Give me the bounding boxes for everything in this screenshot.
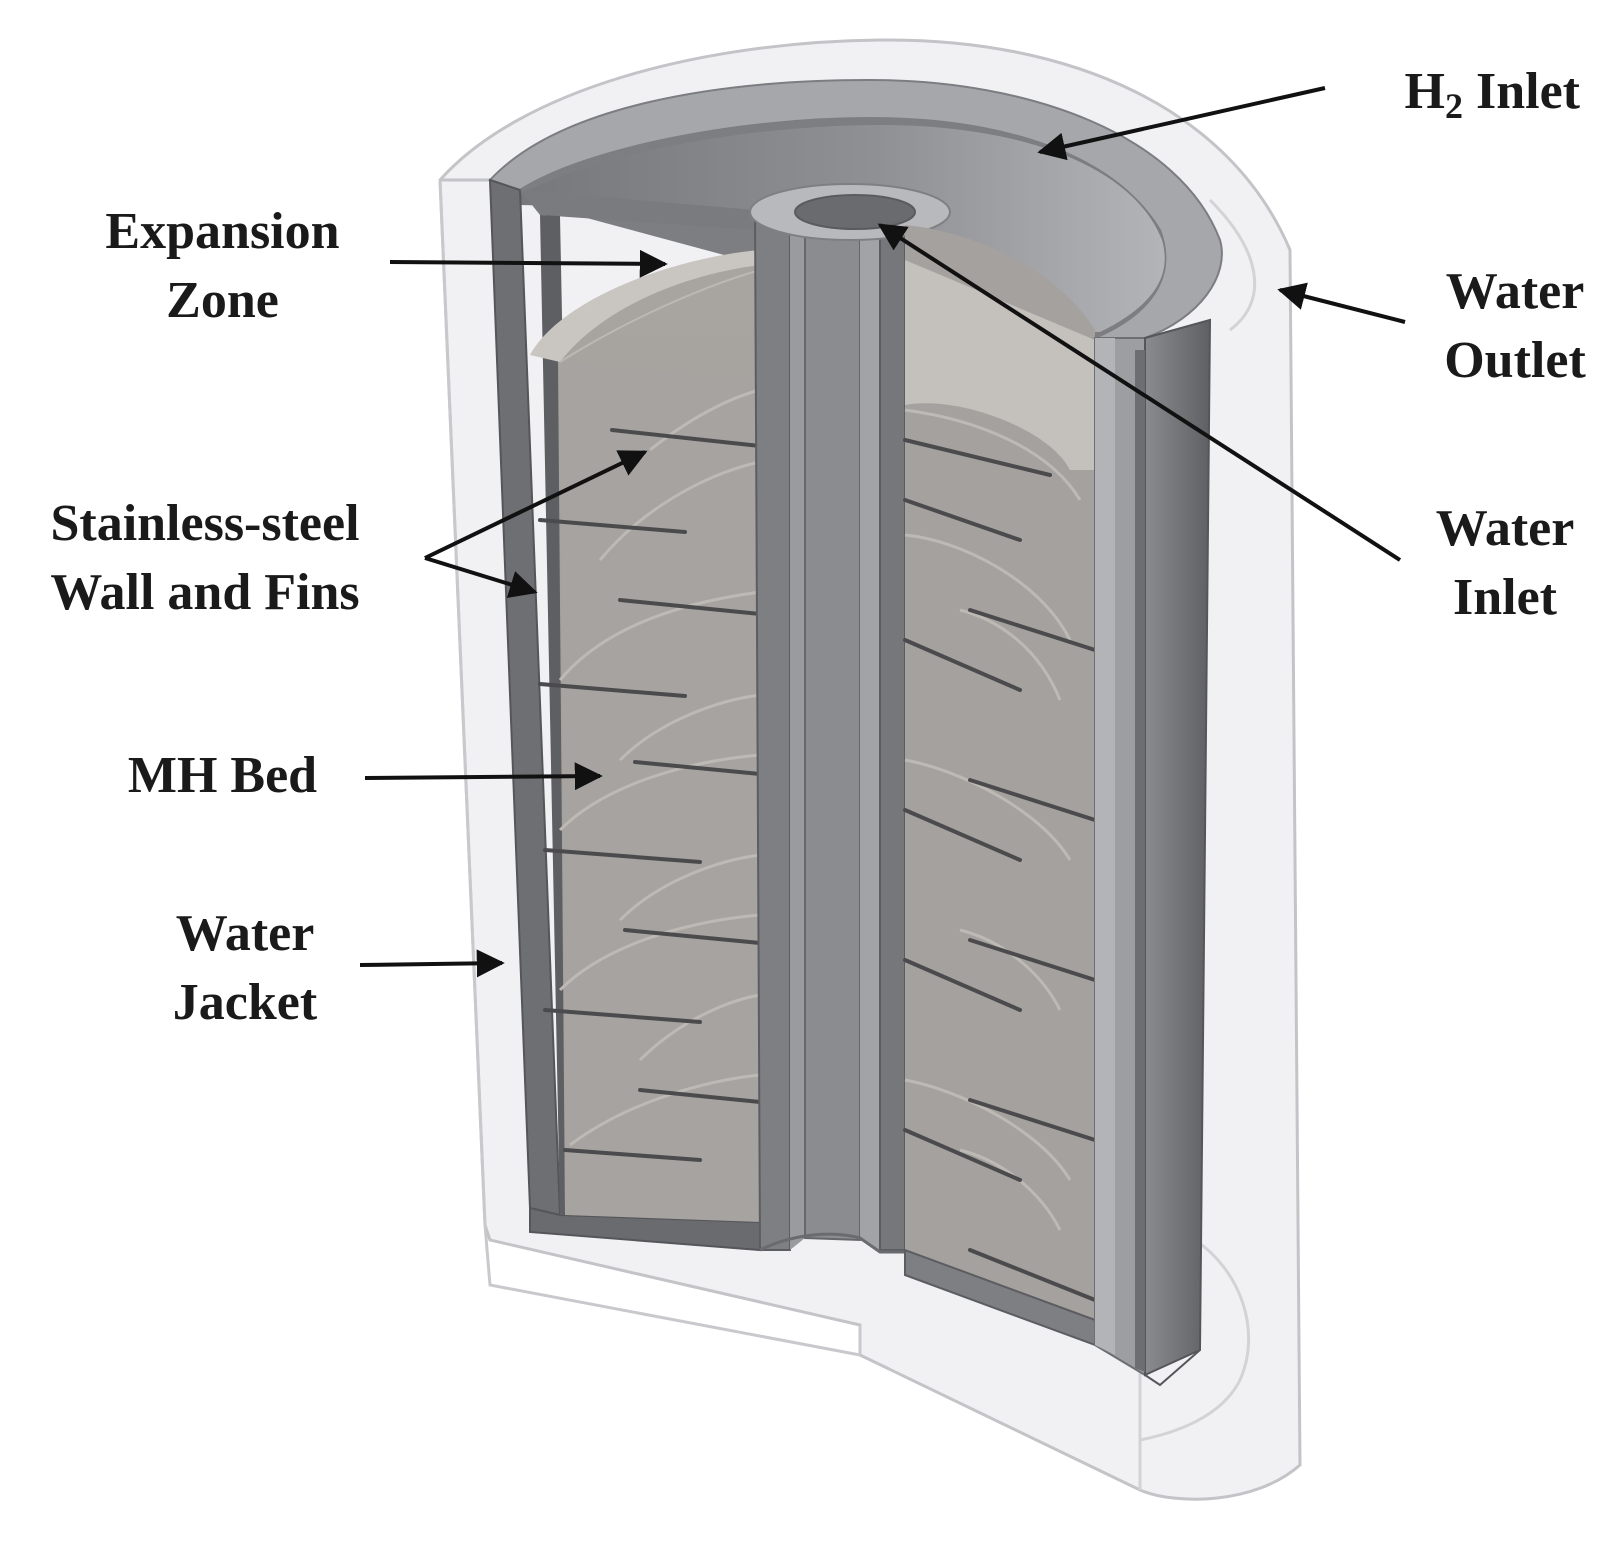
water-jacket-line-2: Jacket [172,973,318,1031]
left-fins [538,428,762,1162]
label-water-outlet: Water Outlet [1420,258,1610,395]
water-outlet-line-1: Water [1445,263,1585,320]
arrow-wall [424,556,538,598]
water-inlet-line-2: Inlet [1453,568,1557,626]
right-fins [903,438,1097,1302]
label-water-inlet: Water Inlet [1410,495,1600,632]
arrow-water-jacket [359,949,505,978]
arrow-water-inlet [877,223,1402,562]
arrow-fins [424,450,648,560]
expansion-zone-line-1: Expansion [105,203,340,260]
label-water-jacket: Water Jacket [150,900,340,1037]
stainless-steel-line-1: Stainless-steel [50,495,360,552]
label-stainless-steel: Stainless-steel Wall and Fins [15,490,395,627]
arrow-expansion-zone [389,249,668,278]
h2-subscript: 2 [1445,86,1463,127]
right-mh-bed [904,225,1095,1345]
water-jacket-line-1: Water [175,905,315,962]
arrow-h2-inlet [1037,86,1326,161]
arrow-water-outlet [1277,282,1406,324]
expansion-zone-line-2: Zone [166,271,279,329]
h2-prefix: H [1404,63,1445,120]
label-expansion-zone: Expansion Zone [80,198,365,335]
central-water-tube [749,183,951,1254]
right-steel-wall [904,318,1212,1387]
arrow-mh-bed [364,762,603,791]
left-mh-bed [530,250,761,1222]
label-mh-bed: MH Bed [100,742,345,811]
mh-bed-text: MH Bed [127,747,318,804]
stainless-steel-line-2: Wall and Fins [50,563,360,621]
label-h2-inlet: H2 Inlet [1405,58,1580,131]
h2-suffix: Inlet [1463,63,1580,120]
leader-arrows [359,86,1406,978]
water-inlet-line-1: Water [1435,500,1575,557]
water-outlet-line-2: Outlet [1444,331,1586,389]
